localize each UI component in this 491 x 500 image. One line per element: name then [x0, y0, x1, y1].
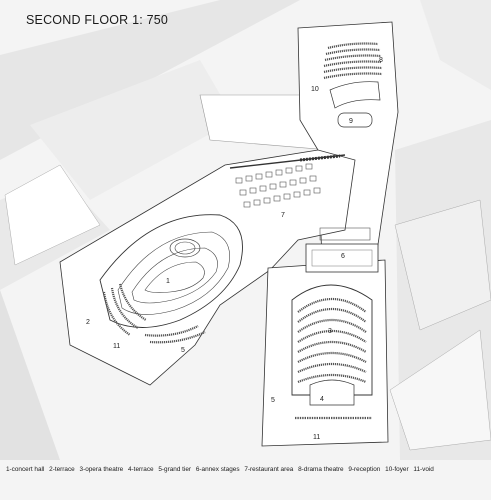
legend-item-drama-theatre: 8-drama theatre	[298, 466, 344, 473]
room-label-9: 9	[349, 118, 353, 125]
room-label-8: 8	[379, 57, 383, 64]
reception-desk	[337, 112, 373, 128]
legend-item-void: 11-void	[413, 466, 434, 473]
drama-theatre-seating	[323, 42, 383, 109]
concert-hall-seating	[99, 214, 243, 344]
room-label-1: 1	[166, 278, 170, 285]
restaurant-tables	[229, 154, 346, 208]
room-label-3: 3	[328, 328, 332, 335]
legend-item-grand-tier: 5-grand tier	[158, 466, 192, 473]
room-label-4: 4	[320, 396, 324, 403]
legend-item-annex-stages: 6-annex stages	[195, 466, 240, 473]
annex-stages	[305, 227, 379, 273]
opera-theatre-seating	[291, 284, 373, 420]
room-label-11b: 11	[313, 434, 320, 441]
room-label-6: 6	[341, 253, 345, 260]
legend-item-terrace-2: 4-terrace	[128, 466, 154, 473]
legend-item-foyer: 10-foyer	[385, 466, 409, 473]
legend-item-restaurant-area: 7-restaurant area	[244, 466, 294, 473]
room-labels: 1 2 3 4 5 5 6 7 8 9 10 11 11	[86, 57, 383, 441]
legend-item-terrace: 2-terrace	[49, 466, 75, 473]
room-label-5b: 5	[271, 397, 275, 404]
room-label-5a: 5	[181, 347, 185, 354]
room-label-7: 7	[281, 212, 285, 219]
room-label-10: 10	[311, 86, 319, 93]
legend-item-concert-hall: 1-concert hall	[6, 466, 45, 473]
room-label-2: 2	[86, 319, 90, 326]
plan-title: SECOND FLOOR 1: 750	[26, 13, 169, 27]
legend-item-opera-theatre: 3-opera theatre	[79, 466, 124, 473]
room-label-11a: 11	[113, 343, 120, 350]
legend-item-reception: 9-reception	[348, 466, 381, 473]
plan-legend: 1-concert hall 2-terrace 3-opera theatre…	[6, 466, 490, 473]
